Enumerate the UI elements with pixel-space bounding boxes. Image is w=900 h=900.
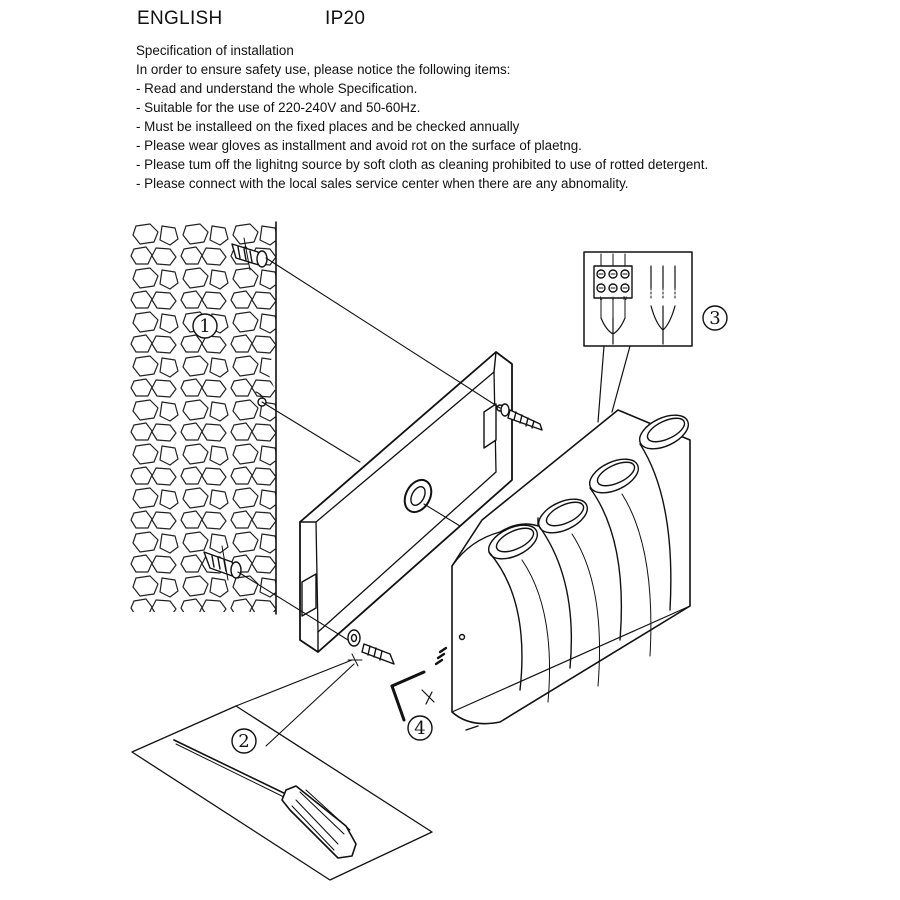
spec-item: - Must be installeed on the fixed places…: [136, 119, 520, 134]
screwdriver-panel: [131, 705, 433, 881]
screw-top: [500, 403, 543, 431]
spec-intro: In order to ensure safety use, please no…: [136, 62, 511, 77]
callout-4-number: 4: [414, 718, 425, 739]
wall-plug-bottom: [203, 545, 242, 581]
spec-item: - Please tum off the lighitng source by …: [136, 157, 709, 172]
assembly-guide-lines: [237, 257, 501, 641]
spec-item: - Read and understand the whole Specific…: [136, 81, 418, 96]
terminal-label-l: L: [600, 296, 603, 302]
allen-key: [390, 670, 435, 722]
terminal-label-earth: ⏚: [610, 295, 615, 302]
callout-3-number: 3: [709, 308, 720, 329]
terminal-labels: L ⏚ N: [600, 295, 628, 302]
wiring-detail-box: [583, 251, 693, 423]
spec-title: Specification of installation: [136, 43, 294, 58]
wall-plug-top: [231, 237, 268, 271]
spec-item: - Please connect with the local sales se…: [136, 176, 629, 191]
callout-1: 1: [192, 313, 218, 339]
callout-3: 3: [702, 305, 728, 331]
language-label: ENGLISH: [137, 8, 223, 29]
grub-screw: [434, 646, 448, 666]
callout-2-number: 2: [238, 731, 249, 752]
screw-bottom: [347, 629, 395, 667]
callout-2: 2: [231, 728, 257, 754]
ip-rating: IP20: [325, 8, 366, 29]
grub-screw-spare: [465, 725, 479, 731]
specification-text: Specification of installation In order t…: [136, 41, 836, 193]
wall-lamp-body: [451, 409, 691, 725]
document-header: ENGLISH IP20: [137, 8, 365, 30]
spec-item: - Suitable for the use of 220-240V and 5…: [136, 100, 421, 115]
terminal-label-n: N: [623, 296, 627, 302]
spec-item: - Please wear gloves as installment and …: [136, 138, 582, 153]
callout-2-leader: [235, 659, 355, 747]
callout-4: 4: [407, 715, 433, 741]
stone-wall: [130, 221, 277, 615]
callout-1-number: 1: [199, 316, 210, 337]
